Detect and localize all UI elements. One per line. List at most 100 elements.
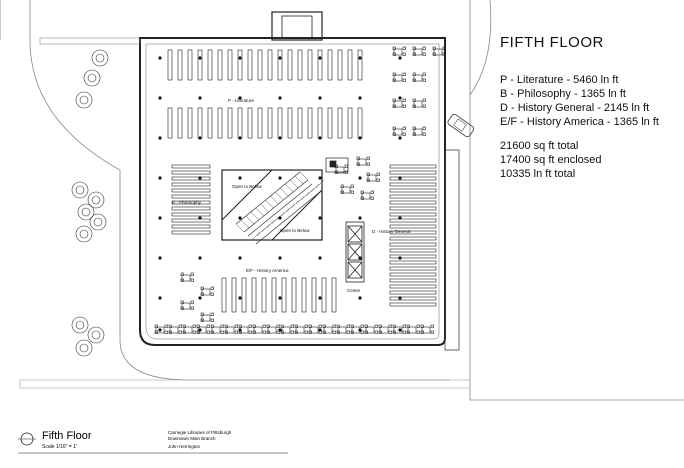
chair [420,324,424,328]
chair [370,190,374,194]
chair [238,330,242,334]
chair [200,286,204,290]
shelf [389,206,437,211]
chair [248,330,252,334]
chair [364,324,368,328]
study-table [201,288,211,296]
escalator-step [285,183,294,193]
shelf [207,49,213,81]
chair [180,306,184,310]
chair [442,46,446,50]
chair [294,330,298,334]
chair [388,324,392,328]
shelf [271,277,277,313]
chair [412,72,416,76]
column [158,136,162,140]
chair [234,324,238,328]
chair [430,324,434,328]
study-table [323,326,333,334]
chair [416,330,420,334]
shelf [171,230,211,235]
chair [276,330,280,334]
chair [366,162,370,166]
shelf [389,302,437,307]
shelf [389,248,437,253]
shelf [187,107,193,139]
chair [422,78,426,82]
shelf [267,49,273,81]
chair [402,52,406,56]
chair [360,196,364,200]
tree-icon [89,213,107,231]
label-open-to-below-1: Open to Below [232,184,262,189]
enclosed-sqft: 17400 sq ft enclosed [500,154,602,166]
escalator-step [290,179,299,189]
shelf [187,49,193,81]
shelf [311,277,317,313]
column [198,96,202,100]
shelf [389,212,437,217]
study-tables [154,46,446,334]
chair [234,330,238,334]
shelf [281,277,287,313]
chair [200,318,204,322]
column [278,296,282,300]
chair [154,324,158,328]
shelf [357,49,363,81]
chair [356,162,360,166]
shelf [389,296,437,301]
chair [280,324,284,328]
escalator-step [235,223,245,233]
chair [350,190,354,194]
label-center: Center [347,288,361,293]
column [318,216,322,220]
shelf [277,49,283,81]
study-table [421,326,431,334]
study-table [211,326,221,334]
chair [422,98,426,102]
tree-icon [75,185,85,195]
chair [420,330,424,334]
chair [422,46,426,50]
shelf [227,107,233,139]
column [158,176,162,180]
escalator-step [315,179,325,189]
chair [252,330,256,334]
chair [266,330,270,334]
column [238,56,242,60]
shelving [167,49,437,313]
chair [370,196,374,200]
chair [192,324,196,328]
chair [308,330,312,334]
chair [412,52,416,56]
section-history-general: D - History General - 2145 ln ft [500,102,650,114]
north-arrow-icon [18,432,36,446]
chair [402,98,406,102]
tree-icon [87,73,97,83]
chair [262,324,266,328]
chair [332,324,336,328]
chair [402,72,406,76]
escalator-step [275,191,284,201]
study-table [379,326,389,334]
tree-icon [91,49,109,67]
chair [340,184,344,188]
shelf [177,49,183,81]
shelf [171,170,211,175]
chair [248,324,252,328]
chair [182,330,186,334]
study-table [155,326,165,334]
site-bottom-strip [19,379,471,389]
chair [412,78,416,82]
chair [402,104,406,108]
chair [392,98,396,102]
chair [224,330,228,334]
chair [190,272,194,276]
tree-icon [79,95,89,105]
tree-icon [91,330,101,340]
column [398,328,402,332]
tree-icon [75,320,85,330]
sheet-scale: Scale 1/16" = 1' [42,444,77,450]
chair [180,272,184,276]
annex-right [444,149,460,351]
